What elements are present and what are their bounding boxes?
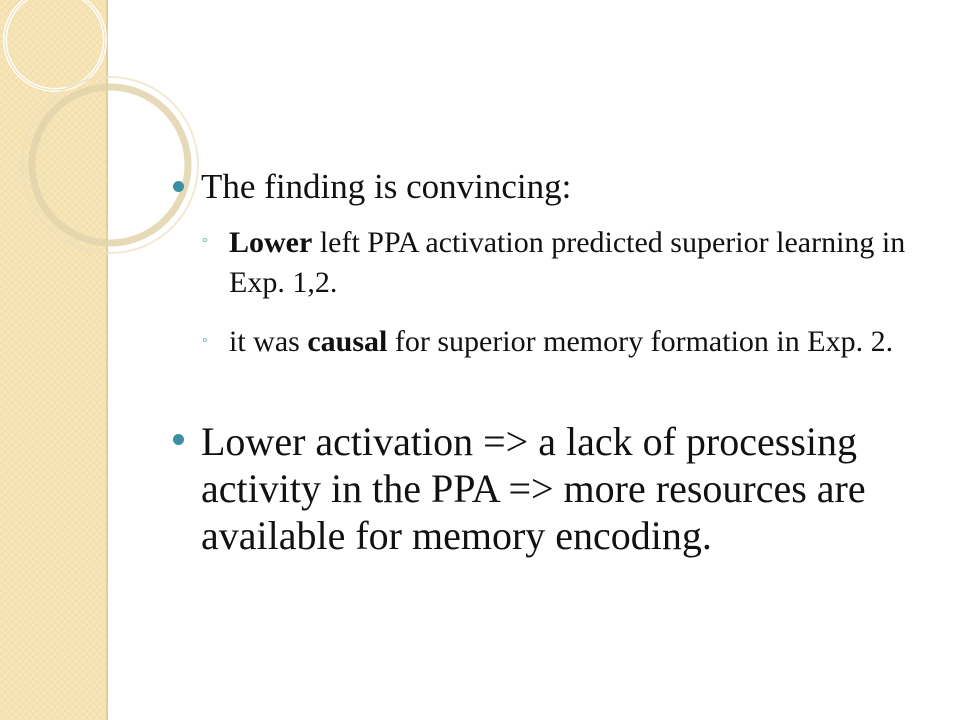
slide-sidebar — [0, 0, 106, 720]
emphasis-text: Lower — [229, 226, 313, 259]
bullet-dot — [173, 181, 184, 192]
emphasis-text: causal — [307, 325, 388, 358]
decorative-rings — [3, 0, 199, 254]
bullet-text: The finding is convincing: — [201, 167, 572, 206]
bullet-dot — [173, 434, 184, 445]
subbullet-marker: ◦ — [202, 332, 208, 349]
subbullet-marker: ◦ — [202, 232, 208, 249]
subbullet-text: it was causal for superior memory format… — [229, 325, 894, 358]
sidebar-edge — [106, 0, 108, 720]
bullet-text: Lower activation => a lack of processing… — [201, 419, 866, 558]
subbullet-text: Lower left PPA activation predicted supe… — [229, 226, 906, 299]
